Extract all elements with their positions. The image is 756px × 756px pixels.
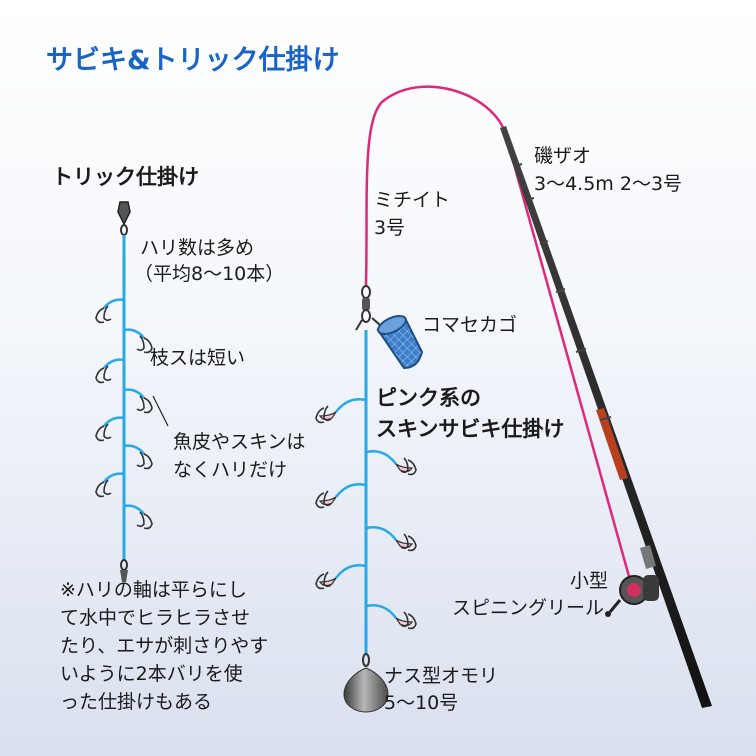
note-line5: った仕掛けもある [60,691,212,713]
hook-icon [323,405,332,422]
hook-icon [103,305,112,322]
hook-icon [136,335,145,352]
skin-lure-icon [395,463,414,473]
note-line2: て水中でヒラヒラさせ [60,607,250,629]
komase-basket-label: コマセカゴ [422,314,517,336]
line-size-label: 3号 [374,217,405,239]
sabiki-title-line2: スキンサビキ仕掛け [376,417,564,441]
skin-lure-icon [318,411,337,421]
hook-icon [95,367,105,384]
hook-icon [323,490,332,507]
trick-skin-line2: なくハリだけ [173,459,287,481]
rod-spec-label: 3〜4.5m 2〜3号 [534,173,682,195]
trick-branches [95,298,153,530]
trick-hooks-line1: ハリ数は多め [140,237,254,259]
sabiki-title-line1: ピンク系の [376,386,481,410]
reel-label-line1: 小型 [570,570,608,592]
sabiki-branch [335,398,367,413]
hook-icon [103,479,112,496]
hook-icon [315,573,325,590]
komase-basket-icon [371,315,424,370]
trick-skin-pointer [152,395,169,427]
swivel-icon [355,285,371,331]
fishing-rod [364,85,712,708]
hook-icon [136,511,145,528]
rod-name-label: 磯ザオ [534,145,591,167]
sabiki-branch [365,450,397,465]
reel-seat [640,545,656,569]
hook-icon [143,337,153,354]
hook-icon [95,425,105,442]
note-line1: ※ハリの軸は平らにし [60,579,247,601]
sabiki-branch [335,483,367,498]
sabiki-branches [315,398,417,630]
sinker-label-line2: 5〜10号 [384,692,458,714]
skin-lure-icon [318,577,337,587]
hook-icon [407,613,417,630]
sabiki-branch [335,564,367,579]
sabiki-branch [365,526,397,541]
hook-icon [400,611,409,628]
sabiki-rig [315,285,424,713]
hook-icon [136,451,145,468]
note-line4: いように2本バリを使 [60,663,243,685]
trick-branch [103,358,125,369]
rod-accent-band [596,408,628,480]
skin-lure-icon [318,496,337,506]
hook-icon [407,459,417,476]
hook-icon [143,453,153,470]
hook-icon [136,395,145,412]
hook-icon [103,365,112,382]
hook-icon [323,571,332,588]
rod-guides [514,163,612,421]
hook-icon [400,457,409,474]
hook-icon [315,407,325,424]
reel-label-line2: スピニングリール [452,597,604,619]
trick-heading: トリック仕掛け [52,165,199,189]
trick-bottom-snap-icon [120,559,128,582]
hook-icon [95,481,105,498]
trick-branch [103,298,125,309]
diagram-title: サビキ&トリック仕掛け [46,45,340,76]
trick-branch-label: 枝スは短い [150,347,245,369]
hook-icon [407,535,417,552]
sinker-label-line1: ナス型オモリ [384,665,498,687]
skin-lure-icon [395,617,414,627]
hook-icon [95,307,105,324]
line-name-label: ミチイト [374,189,450,211]
trick-rig [95,201,153,582]
sabiki-branch [365,604,397,619]
trick-skin-line1: 魚皮やスキンは [173,431,305,453]
trick-branch [123,504,145,515]
spinning-reel-icon [605,575,659,617]
hook-icon [143,397,153,414]
hook-icon [400,533,409,550]
trick-branch [123,444,145,455]
trick-branch [103,416,125,427]
line-along-rod [503,131,632,581]
trick-swivel-icon [117,201,131,236]
sinker-icon [343,653,389,713]
note-line3: たり、エサが刺さりやす [60,635,268,657]
trick-branch [123,388,145,399]
trick-branch [123,328,145,339]
main-line [364,85,507,286]
trick-branch [103,472,125,483]
skin-lure-icon [395,539,414,549]
hook-icon [315,492,325,509]
hook-icon [103,423,112,440]
trick-hooks-line2: （平均8〜10本） [134,263,284,285]
hook-icon [143,513,153,530]
